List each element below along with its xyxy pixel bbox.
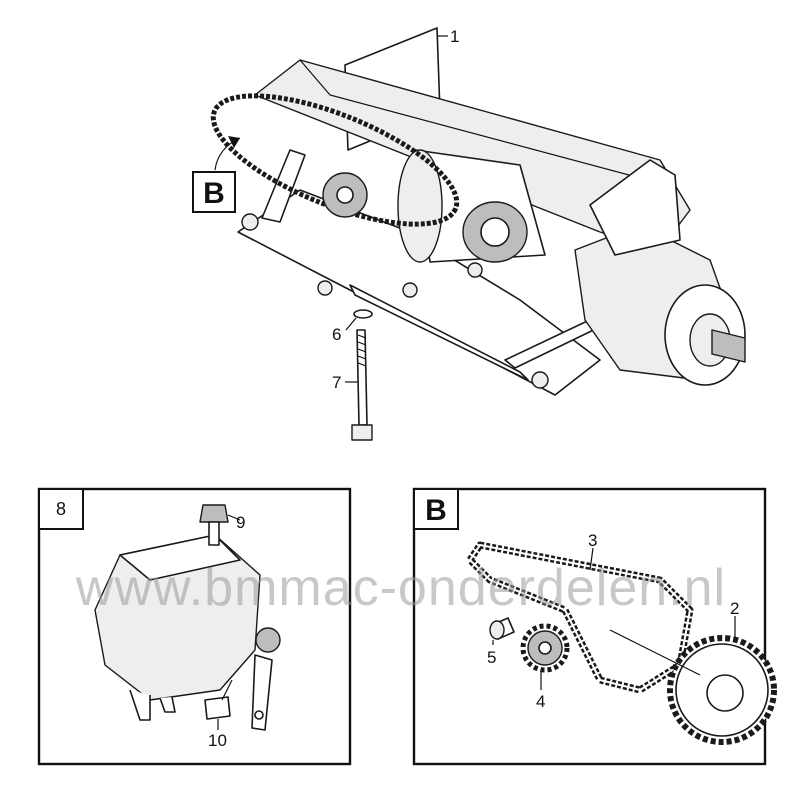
frame-bolt xyxy=(467,262,483,278)
leader-3 xyxy=(589,547,594,571)
small-sprocket-bore xyxy=(538,641,552,655)
leader-6 xyxy=(345,317,357,331)
callout-5: 5 xyxy=(487,648,496,667)
roller-chain-inner xyxy=(468,543,692,692)
panel-8: 8 9 10 xyxy=(37,487,352,766)
lever-pivot xyxy=(255,627,281,653)
washer xyxy=(353,309,373,319)
detail-arrowhead xyxy=(228,136,240,148)
drive-chain xyxy=(210,93,460,227)
callout-7: 7 xyxy=(332,373,341,392)
large-sprocket-bore xyxy=(706,674,744,712)
breather-stem xyxy=(208,521,220,546)
bolt-head xyxy=(351,424,373,441)
bolt-thread xyxy=(357,334,367,367)
callout-4: 4 xyxy=(536,692,545,711)
gearbox-rib-plate xyxy=(589,159,681,256)
shift-lever xyxy=(251,654,273,731)
leader-2-cross xyxy=(609,629,701,676)
callout-10: 10 xyxy=(208,731,227,750)
callout-2: 2 xyxy=(730,599,739,618)
callout-6: 6 xyxy=(332,325,341,344)
callout-3: 3 xyxy=(588,531,597,550)
frame-bolt xyxy=(317,280,333,296)
splined-shaft xyxy=(711,329,746,363)
callout-1: 1 xyxy=(450,27,459,46)
detail-ref-label: B xyxy=(203,177,225,210)
label-sticker xyxy=(204,696,231,720)
panel-8-badge xyxy=(38,488,84,530)
detail-ref-box xyxy=(192,171,236,213)
panel-b-badge xyxy=(413,488,459,530)
frame-bolt xyxy=(531,371,549,389)
panel-8-frame xyxy=(37,487,352,766)
sprocket-pin-head xyxy=(489,620,505,640)
frame-strut xyxy=(349,284,529,381)
breather-plug xyxy=(199,504,229,523)
frame-bolt xyxy=(241,213,259,231)
housing-top-edge xyxy=(299,59,641,179)
main-assembly: B 1 6 7 xyxy=(192,27,746,441)
panel-b-badge-label: B xyxy=(425,494,447,527)
transaxle-cover xyxy=(119,534,241,581)
leader-9 xyxy=(227,514,241,521)
sprocket-center xyxy=(336,186,354,204)
watermark: www.bmmac-onderdelen.nl xyxy=(75,559,726,617)
lever-hole xyxy=(254,710,264,720)
panel-8-badge-label: 8 xyxy=(56,499,66,519)
callout-9: 9 xyxy=(236,513,245,532)
motor-end-left xyxy=(397,149,443,263)
panel-b-frame xyxy=(412,487,767,766)
transaxle-legs xyxy=(129,689,176,721)
motor-hub xyxy=(480,217,510,247)
panel-b: B 3 2 5 4 xyxy=(412,487,777,766)
sticker-arrow xyxy=(221,679,233,701)
frame-bolt xyxy=(402,282,418,298)
